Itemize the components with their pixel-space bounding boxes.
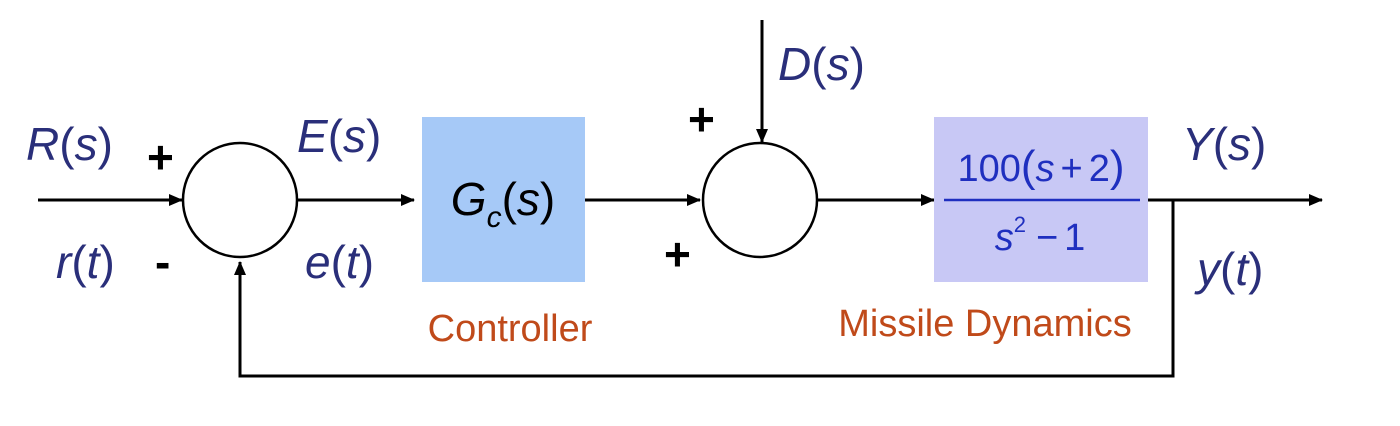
controller-caption: Controller: [428, 308, 593, 350]
feedback-path: [234, 200, 1175, 378]
input-signal-s: R(s): [26, 118, 113, 170]
controller-transfer-function: Gc(s): [451, 173, 555, 234]
summing-junction-2: [701, 141, 819, 259]
output-signal-s: Y(s): [1182, 118, 1266, 170]
output-signal-t: y(t): [1194, 243, 1263, 295]
summing-junction-1: [181, 141, 299, 259]
sum1-plus-sign: +: [147, 131, 174, 183]
sum2-top-plus-sign: +: [688, 93, 715, 145]
plant-numerator: 100(s+2): [957, 142, 1124, 191]
error-signal-s: E(s): [297, 110, 381, 162]
sum2-left-plus-sign: +: [664, 228, 691, 280]
disturbance-signal: D(s): [778, 38, 865, 90]
plant-denominator: s2−1: [995, 212, 1086, 259]
error-signal-t: e(t): [305, 236, 374, 288]
sum1-minus-sign: -: [155, 236, 170, 288]
controller-block: [422, 117, 585, 282]
input-signal-t: r(t): [56, 236, 115, 288]
plant-caption: Missile Dynamics: [838, 303, 1131, 345]
